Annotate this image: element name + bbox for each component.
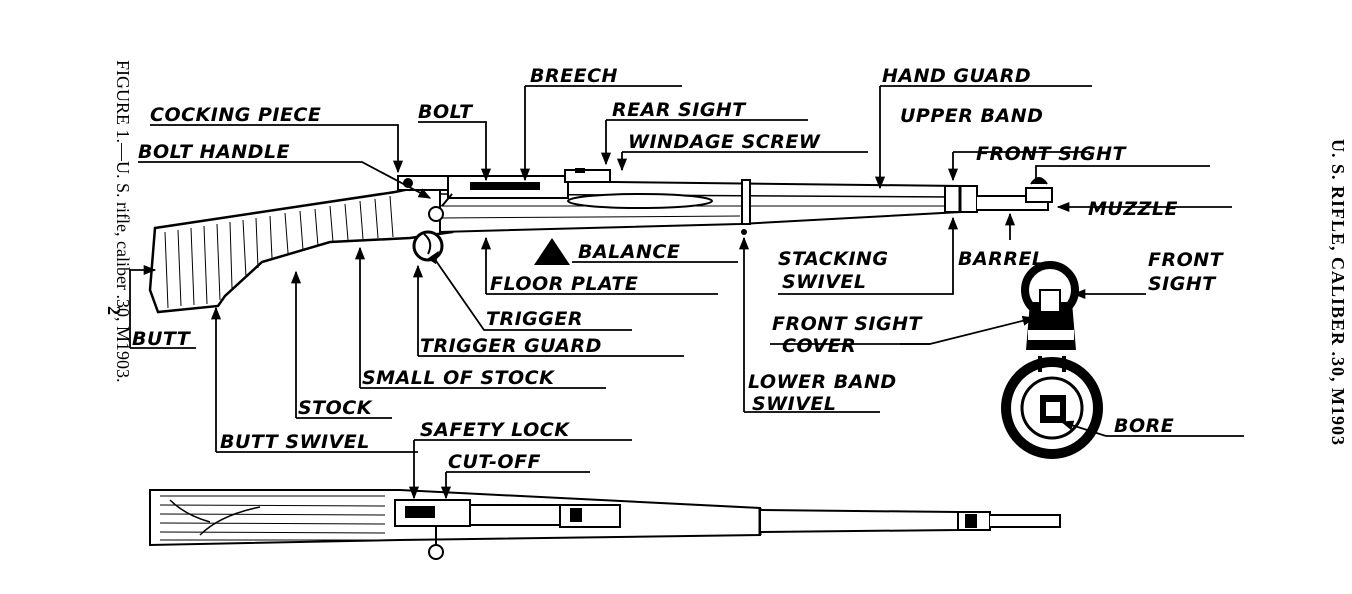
label-hand-guard: HAND GUARD bbox=[882, 65, 1031, 87]
label-balance: BALANCE bbox=[578, 241, 680, 263]
label-butt: BUTT bbox=[132, 328, 192, 350]
label-rear-sight: REAR SIGHT bbox=[612, 99, 747, 121]
rifle-stock-shape bbox=[148, 178, 454, 314]
label-trigger: TRIGGER bbox=[486, 308, 583, 330]
bolt-handle-knob bbox=[428, 206, 444, 222]
label-muzzle: MUZZLE bbox=[1088, 198, 1178, 220]
label-small-of-stock: SMALL OF STOCK bbox=[362, 367, 555, 389]
label-bolt: BOLT bbox=[418, 101, 474, 123]
rifle-side-view bbox=[148, 168, 1053, 314]
label-breech: BREECH bbox=[530, 65, 618, 87]
label-bore: BORE bbox=[1114, 415, 1174, 437]
lower-band bbox=[741, 179, 751, 225]
front-sight-detail bbox=[1001, 261, 1103, 459]
label-front-sight-cover-2: COVER bbox=[782, 335, 856, 357]
label-front-sight: FRONT SIGHT bbox=[976, 143, 1127, 165]
label-windage-screw: WINDAGE SCREW bbox=[628, 131, 821, 153]
stock-grain bbox=[164, 195, 394, 309]
label-front-sight-detail-2: SIGHT bbox=[1148, 273, 1217, 295]
label-floor-plate: FLOOR PLATE bbox=[490, 273, 638, 295]
trigger-guard-part bbox=[412, 230, 444, 262]
rifle-top-view bbox=[149, 489, 1061, 560]
balance-triangle bbox=[534, 238, 570, 265]
label-cocking-piece: COCKING PIECE bbox=[150, 104, 321, 126]
label-lower-band-swivel-1: LOWER BAND bbox=[748, 371, 897, 393]
hand-guard-oval bbox=[567, 193, 713, 209]
label-bolt-handle: BOLT HANDLE bbox=[138, 141, 290, 163]
label-stacking-swivel-1: STACKING bbox=[778, 248, 889, 270]
label-safety-lock: SAFETY LOCK bbox=[420, 419, 570, 441]
leader-lines bbox=[129, 85, 1244, 500]
part-labels: COCKING PIECE BOLT HANDLE BOLT BREECH RE… bbox=[132, 65, 1225, 473]
label-cut-off: CUT-OFF bbox=[448, 451, 541, 473]
label-lower-band-swivel-2: SWIVEL bbox=[752, 393, 837, 415]
label-upper-band: UPPER BAND bbox=[900, 105, 1043, 127]
label-stock: STOCK bbox=[298, 397, 373, 419]
label-butt-swivel: BUTT SWIVEL bbox=[220, 431, 370, 453]
label-stacking-swivel-2: SWIVEL bbox=[782, 271, 867, 293]
front-sight-part bbox=[1025, 187, 1053, 203]
label-barrel: BARREL bbox=[958, 248, 1045, 270]
label-front-sight-detail-1: FRONT bbox=[1148, 249, 1225, 271]
label-trigger-guard: TRIGGER GUARD bbox=[420, 335, 602, 357]
rear-sight-part bbox=[564, 169, 611, 183]
label-front-sight-cover-1: FRONT SIGHT bbox=[772, 313, 923, 335]
